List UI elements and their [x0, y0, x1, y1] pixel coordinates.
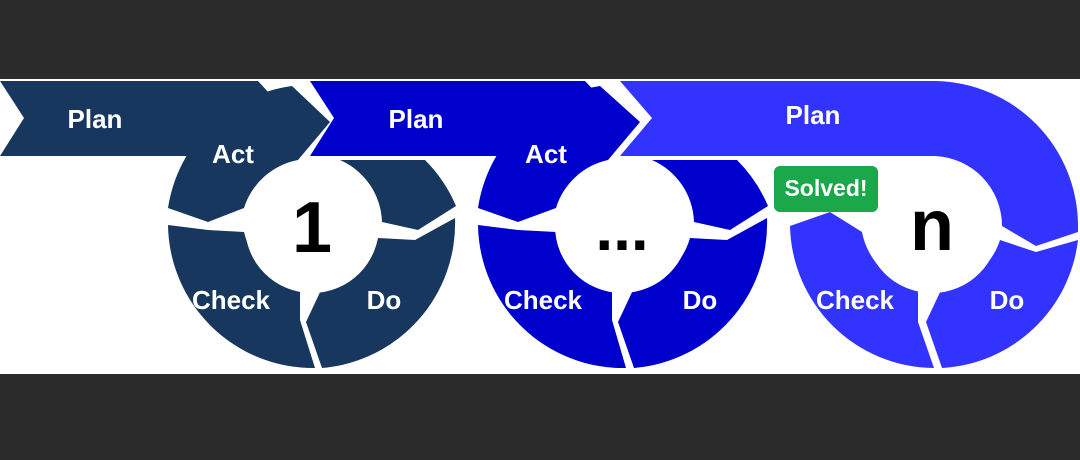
cycle-2-upper-right-segment — [652, 160, 768, 230]
cycle-2-plan-label: Plan — [389, 104, 444, 134]
cycle-2 — [310, 81, 768, 369]
cycle-3-plan-label: Plan — [786, 100, 841, 130]
cycle-1-plan-label: Plan — [68, 104, 123, 134]
cycle-2-act-segment — [478, 86, 640, 222]
cycle-2-do-label: Do — [683, 285, 718, 315]
cycle-2-check-label: Check — [504, 285, 583, 315]
cycle-3-do-segment — [926, 240, 1078, 368]
cycle-1-upper-right-segment — [340, 160, 456, 230]
cycle-3 — [620, 81, 1078, 368]
cycle-2-check-segment — [478, 225, 626, 369]
cycle-1-check-label: Check — [192, 285, 271, 315]
cycle-3-hub — [865, 159, 999, 293]
solved-badge — [774, 166, 878, 212]
cycle-2-act-label: Act — [525, 139, 567, 169]
cycle-2-hub — [555, 159, 689, 293]
cycle-1 — [0, 81, 456, 369]
cycle-1-act-segment — [168, 86, 330, 222]
cycle-3-check-label: Check — [816, 285, 895, 315]
cycle-1-hub — [245, 159, 379, 293]
cycle-2-number: ... — [595, 192, 648, 264]
cycle-1-act-label: Act — [212, 139, 254, 169]
cycle-1-number: 1 — [292, 188, 332, 268]
cycle-3-do-label: Do — [990, 285, 1025, 315]
cycle-3-plan-arrow — [620, 81, 1078, 246]
cycle-3-check-segment — [790, 212, 934, 368]
cycle-1-do-label: Do — [367, 285, 402, 315]
cycle-1-do-segment — [306, 218, 456, 368]
solved-badge-label: Solved! — [784, 175, 867, 201]
cycle-1-check-segment — [168, 225, 315, 369]
cycle-2-do-segment — [618, 218, 768, 368]
cycle-3-number: n — [910, 186, 954, 266]
